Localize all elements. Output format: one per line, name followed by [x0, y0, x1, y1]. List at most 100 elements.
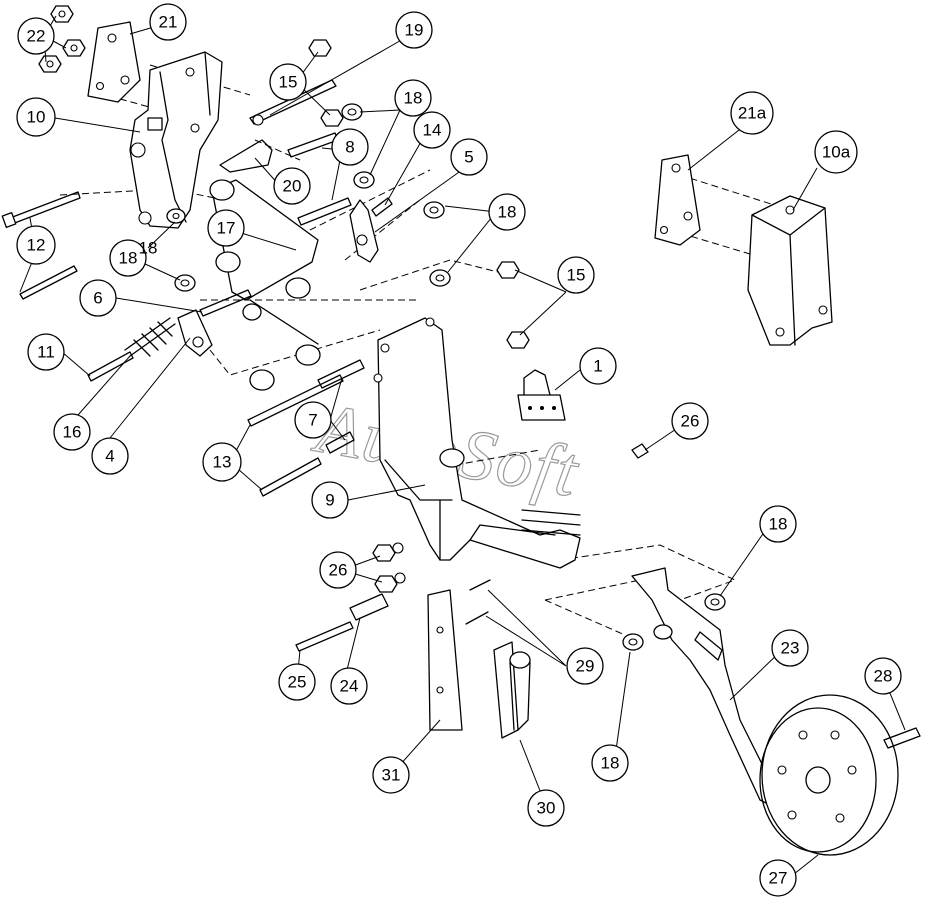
- part-9-main-frame: [373, 317, 581, 569]
- callout-18-left-mid: 18: [139, 239, 158, 258]
- svg-text:18: 18: [404, 89, 423, 108]
- svg-text:26: 26: [681, 412, 700, 431]
- svg-text:10a: 10a: [822, 143, 851, 162]
- svg-text:24: 24: [340, 677, 359, 696]
- callout-26-right: 26: [671, 402, 709, 440]
- callout-10: 10: [16, 97, 56, 137]
- svg-text:9: 9: [325, 491, 334, 510]
- callout-1: 1: [579, 347, 617, 385]
- svg-text:15: 15: [279, 73, 298, 92]
- part-25-bolt: [295, 621, 354, 652]
- callout-17: 17: [207, 209, 245, 247]
- callout-18-top: 18: [394, 79, 432, 117]
- svg-text:27: 27: [769, 869, 788, 888]
- part-16-spring: [124, 317, 176, 357]
- svg-text:28: 28: [874, 667, 893, 686]
- part-18-bushings: [166, 103, 726, 651]
- callout-29: 29: [566, 647, 604, 685]
- svg-text:19: 19: [405, 21, 424, 40]
- callout-18-right: 18: [759, 505, 797, 543]
- callout-4: 4: [91, 437, 129, 475]
- part-6-pin: [199, 289, 252, 317]
- callout-25: 25: [278, 663, 316, 701]
- part-23-arm: [631, 567, 791, 811]
- callout-18-bottom: 18: [591, 744, 629, 782]
- svg-text:31: 31: [382, 766, 401, 785]
- callout-15-top: 15: [269, 63, 307, 101]
- callout-20: 20: [273, 167, 311, 205]
- svg-text:11: 11: [37, 343, 55, 362]
- svg-text:8: 8: [345, 138, 354, 157]
- svg-text:18: 18: [601, 754, 620, 773]
- part-4-link: [177, 309, 213, 357]
- callout-21: 21: [149, 3, 187, 41]
- callout-8: 8: [331, 128, 369, 166]
- part-12-bolts: [1, 191, 81, 300]
- part-5-link: [349, 197, 393, 263]
- callout-7: 7: [294, 401, 332, 439]
- callout-31: 31: [372, 756, 410, 794]
- part-10-main-bracket: [129, 51, 223, 229]
- part-22-nuts: [38, 5, 86, 73]
- svg-text:29: 29: [576, 657, 595, 676]
- callout-30: 30: [527, 789, 565, 827]
- svg-text:22: 22: [27, 27, 46, 46]
- part-21a-plate: [654, 154, 701, 246]
- svg-text:23: 23: [781, 639, 800, 658]
- svg-text:4: 4: [105, 447, 114, 466]
- callout-16: 16: [53, 413, 91, 451]
- callout-6: 6: [79, 279, 117, 317]
- callout-14: 14: [413, 111, 451, 149]
- svg-text:30: 30: [537, 799, 556, 818]
- svg-text:18: 18: [139, 239, 158, 258]
- part-29-bolts: [465, 579, 491, 625]
- svg-text:25: 25: [288, 673, 307, 692]
- callout-12: 12: [16, 225, 56, 265]
- callout-28: 28: [864, 657, 902, 695]
- callout-18-mid: 18: [488, 193, 526, 231]
- part-27-wheel: [759, 694, 899, 856]
- callout-9: 9: [311, 481, 349, 519]
- callout-10a: 10a: [814, 130, 858, 174]
- part-30-shank: [493, 641, 531, 739]
- part-13-bolts: [247, 374, 344, 497]
- svg-text:18: 18: [119, 249, 138, 268]
- callout-18-left: 18: [109, 239, 147, 277]
- svg-text:20: 20: [283, 177, 302, 196]
- part-10a-bracket: [747, 195, 833, 346]
- svg-text:10: 10: [27, 108, 46, 127]
- svg-text:7: 7: [308, 411, 317, 430]
- callout-21a: 21a: [730, 91, 774, 135]
- part-1-clip: [517, 369, 566, 421]
- callout-15-right: 15: [557, 256, 595, 294]
- svg-text:1: 1: [593, 357, 602, 376]
- svg-text:18: 18: [769, 515, 788, 534]
- callout-24: 24: [330, 667, 368, 705]
- svg-text:21a: 21a: [738, 104, 767, 123]
- svg-text:15: 15: [567, 266, 586, 285]
- callout-26-left: 26: [319, 551, 357, 589]
- svg-text:16: 16: [63, 423, 82, 442]
- part-21-plate: [87, 21, 141, 103]
- part-31-blade: [427, 589, 463, 731]
- callout-11: 11: [27, 333, 65, 371]
- callout-22: 22: [17, 17, 55, 55]
- part-28-bolt: [883, 727, 921, 749]
- svg-text:17: 17: [217, 219, 236, 238]
- part-15-nuts: [308, 39, 530, 349]
- svg-text:21: 21: [159, 13, 178, 32]
- svg-text:12: 12: [27, 236, 46, 255]
- svg-text:5: 5: [464, 148, 473, 167]
- svg-text:6: 6: [93, 289, 102, 308]
- svg-text:26: 26: [329, 561, 348, 580]
- part-19-pin: [249, 79, 337, 126]
- part-11-bolt: [87, 351, 134, 382]
- svg-text:13: 13: [213, 453, 232, 472]
- svg-text:14: 14: [423, 121, 442, 140]
- callout-5: 5: [450, 138, 488, 176]
- callout-19: 19: [395, 11, 433, 49]
- callout-23: 23: [771, 629, 809, 667]
- svg-text:18: 18: [498, 203, 517, 222]
- callout-13: 13: [202, 442, 242, 482]
